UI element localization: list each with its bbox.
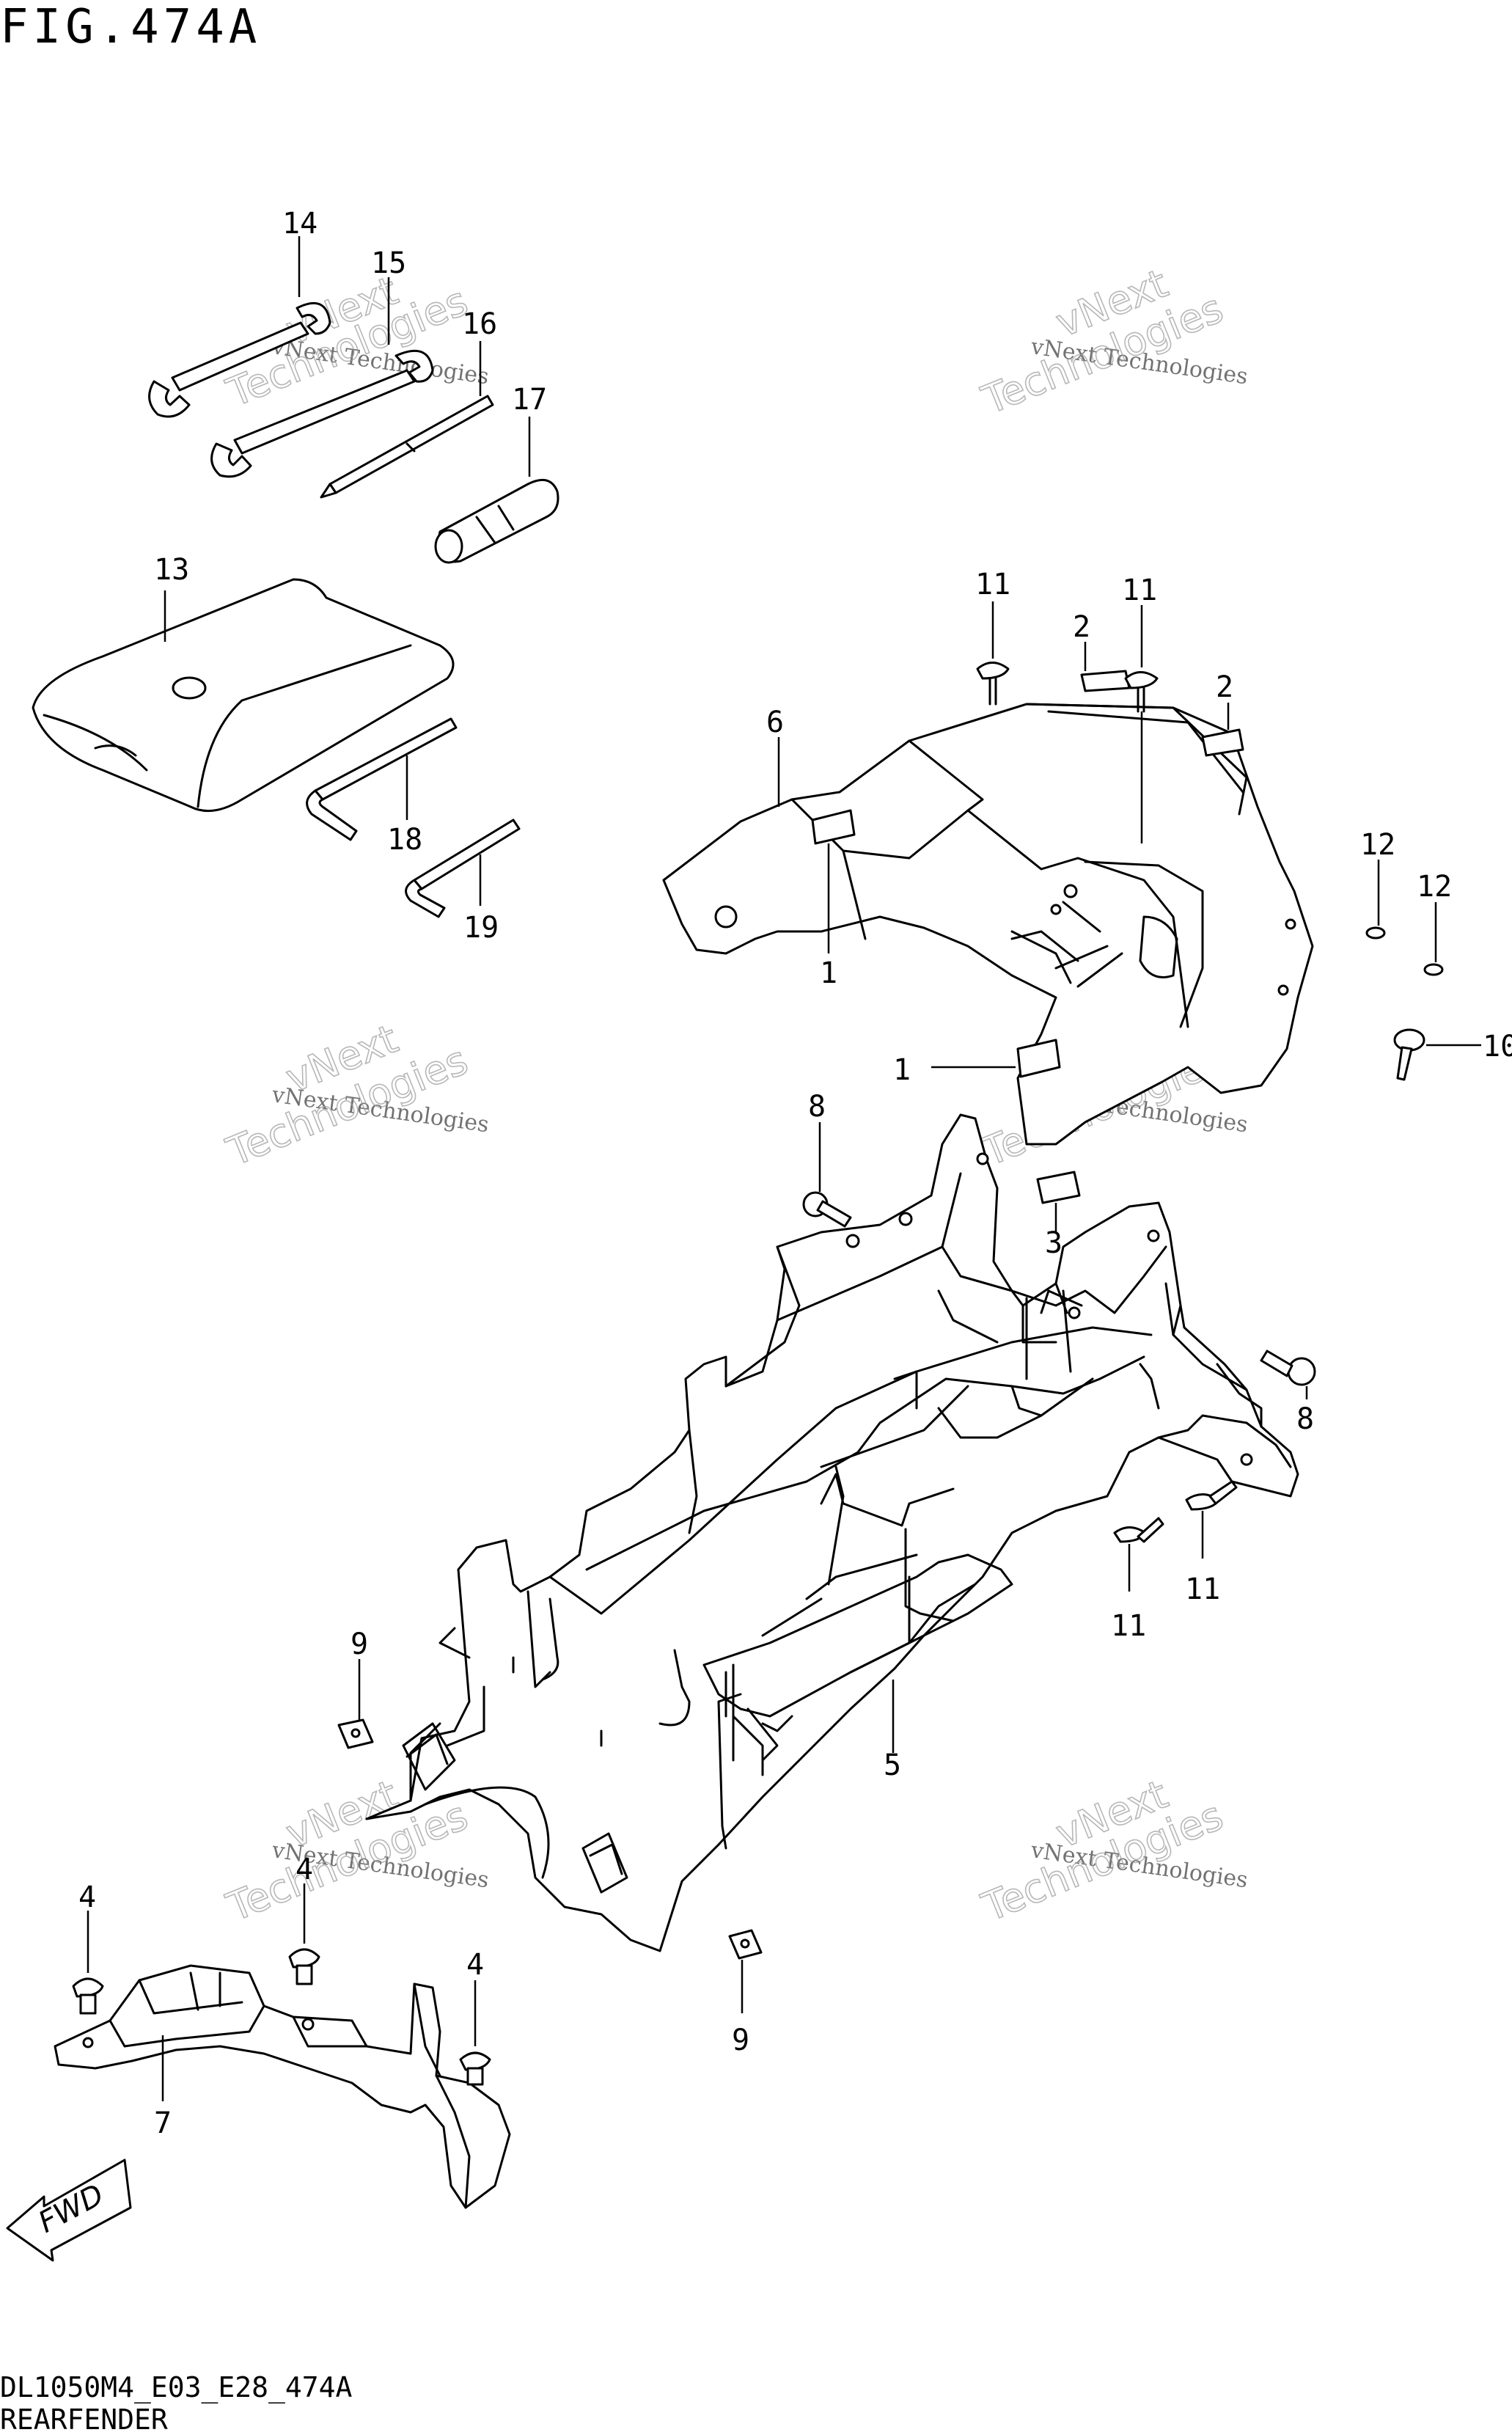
callout-14: 14 [282,207,318,241]
callout-4: 4 [466,1948,484,1982]
wrench-icon [210,349,434,478]
callout-12: 12 [1417,870,1452,904]
rear-fender-icon [365,1113,1299,1952]
bolt-washer-icon [1260,1350,1316,1386]
bolt-icon [288,1948,320,1985]
watermark: vNext Technologies vNext Technologies [975,260,1249,424]
callout-18: 18 [387,823,422,857]
callout-3: 3 [1045,1226,1063,1260]
bolt-washer-icon [802,1191,852,1228]
figure-code: DL1050M4_E03_E28_474A [0,2371,353,2404]
callout-11: 11 [1185,1572,1220,1606]
nut-clip-icon [728,1929,763,1960]
washer-icon [1423,963,1444,976]
label-plate-icon [1201,728,1244,757]
callout-6: 6 [766,706,784,739]
figure-title: FIG.474A [0,0,261,54]
hex-key-icon [405,819,521,918]
callout-2: 2 [1073,610,1090,644]
screwdriver-bit-icon [320,395,494,499]
tool-bag-icon [32,578,455,813]
washer-icon [1365,926,1386,940]
callout-1: 1 [893,1053,911,1087]
callout-16: 16 [462,307,497,341]
callout-7: 7 [154,2106,172,2140]
callout-9: 9 [732,2024,749,2057]
callout-17: 17 [512,383,547,417]
rear-fender-upper-icon [662,703,1314,1146]
callout-4: 4 [78,1881,96,1914]
fwd-arrow-icon: FWD [6,2158,132,2262]
label-plate-icon [1080,670,1131,692]
bolt-icon [72,1977,104,2015]
screw-icon [1124,671,1159,713]
screw-icon [1113,1517,1164,1543]
watermark: vNext Technologies vNext Technologies [220,1015,491,1176]
callout-11: 11 [1111,1609,1146,1643]
screw-icon [1185,1480,1238,1511]
nut-clip-icon [337,1718,374,1749]
mud-guard-icon [54,1964,511,2209]
callout-4: 4 [296,1853,313,1886]
bolt-icon [459,2051,491,2086]
callout-8: 8 [1296,1402,1314,1436]
callout-2: 2 [1216,670,1233,704]
watermark: vNext Technologies vNext Technologies [975,1771,1249,1931]
callout-13: 13 [154,553,189,587]
callout-12: 12 [1360,828,1395,862]
label-plate-icon [1036,1171,1081,1204]
callout-11: 11 [1122,574,1157,607]
hex-key-icon [306,717,458,841]
callout-10: 10 [1483,1030,1512,1063]
callout-1: 1 [820,956,837,990]
figure-name: REARFENDER [0,2403,168,2435]
screwdriver-handle-icon [434,478,559,564]
screw-icon [976,662,1010,706]
rivet-icon [1393,1028,1425,1081]
callout-15: 15 [371,246,406,280]
callout-5: 5 [884,1749,901,1782]
callout-19: 19 [463,911,499,945]
callout-8: 8 [808,1090,826,1124]
label-plate-icon [1016,1039,1061,1078]
label-plate-icon [811,809,856,845]
callout-9: 9 [351,1627,368,1661]
wrench-icon [148,301,331,418]
callout-11: 11 [975,568,1010,601]
